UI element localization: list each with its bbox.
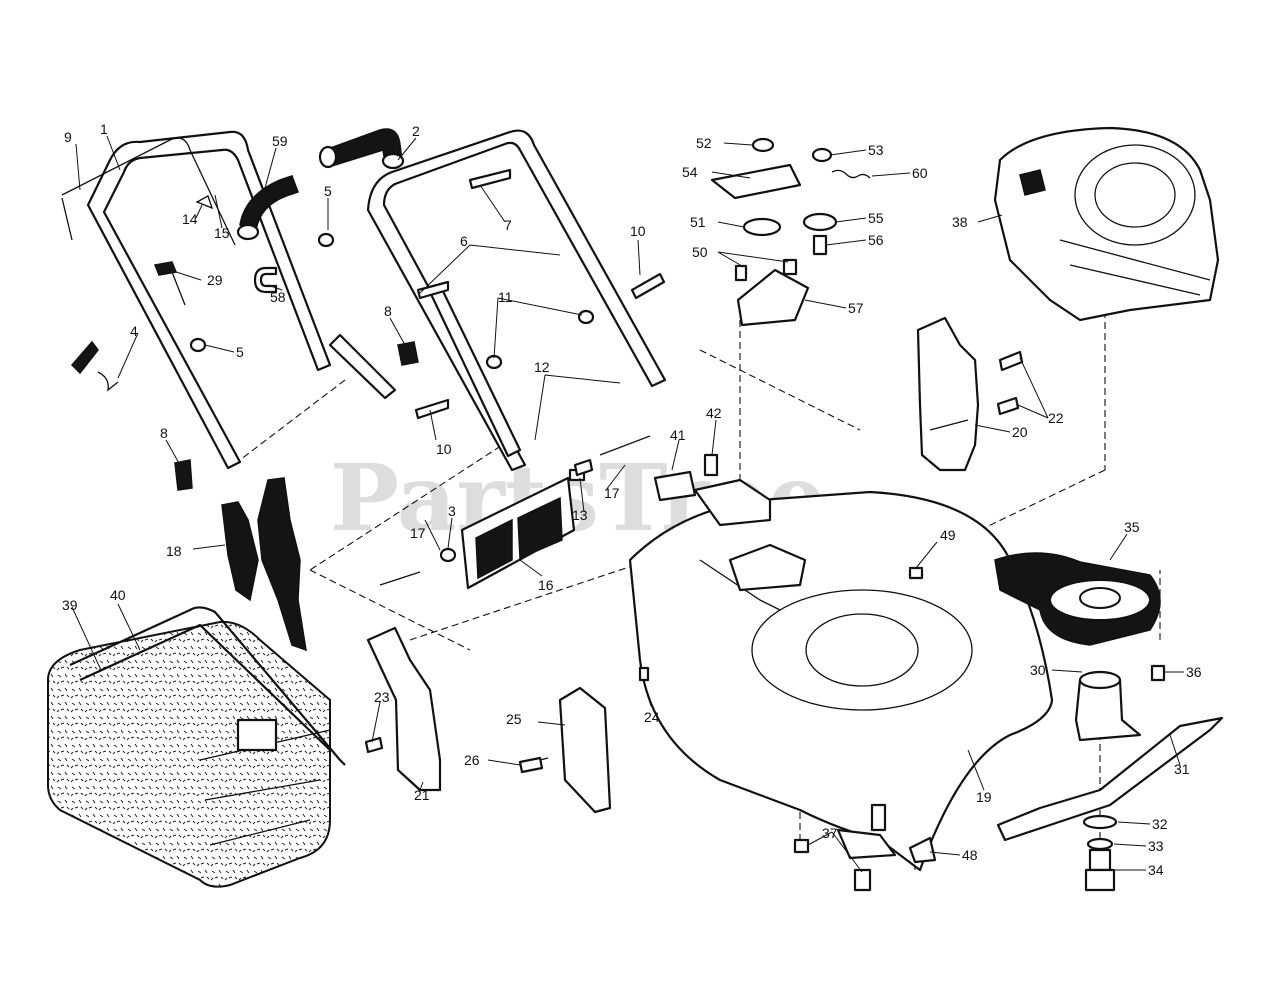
callout-8-lower: 8 — [160, 425, 168, 441]
deflector-18 — [221, 477, 307, 652]
callout-52: 52 — [696, 135, 712, 151]
upper-handle-left — [61, 130, 332, 470]
callout-21: 21 — [414, 787, 430, 803]
callout-34: 34 — [1148, 862, 1164, 878]
callout-5-upper: 5 — [324, 183, 332, 199]
callout-8-upper: 8 — [384, 303, 392, 319]
callout-2: 2 — [412, 123, 420, 139]
rear-flap-16 — [379, 435, 651, 590]
callout-19: 19 — [976, 789, 992, 805]
callout-5-lower: 5 — [236, 344, 244, 360]
callout-23: 23 — [374, 689, 390, 705]
callout-56: 56 — [868, 232, 884, 248]
callout-36: 36 — [1186, 664, 1202, 680]
callout-11: 11 — [498, 289, 513, 305]
callout-50: 50 — [692, 244, 708, 260]
blade-hardware — [1082, 814, 1118, 892]
callout-3: 3 — [448, 503, 456, 519]
callout-17-left: 17 — [410, 525, 426, 541]
callout-41: 41 — [670, 427, 686, 443]
callout-31: 31 — [1174, 761, 1190, 777]
callout-16: 16 — [538, 577, 554, 593]
callout-53: 53 — [868, 142, 884, 158]
callout-38: 38 — [952, 214, 968, 230]
callout-55: 55 — [868, 210, 884, 226]
mower-deck-19 — [628, 470, 1054, 872]
callout-9: 9 — [64, 129, 72, 145]
callout-labels: 9 1 2 59 5 5 14 15 29 58 4 8 8 10 7 10 1… — [62, 121, 1202, 878]
blade-31 — [996, 716, 1224, 842]
bracket-20 — [916, 316, 980, 472]
callout-48: 48 — [962, 847, 978, 863]
engine-38 — [993, 126, 1220, 322]
callout-24: 24 — [644, 709, 660, 725]
grass-bag — [47, 606, 346, 888]
callout-54: 54 — [682, 164, 698, 180]
callout-22: 22 — [1048, 410, 1064, 426]
callout-25: 25 — [506, 711, 522, 727]
callout-13: 13 — [572, 507, 588, 523]
leader-lines — [71, 135, 1184, 873]
callout-40: 40 — [110, 587, 126, 603]
callout-37: 37 — [822, 825, 838, 841]
callout-59: 59 — [272, 133, 288, 149]
callout-12: 12 — [534, 359, 550, 375]
callout-42: 42 — [706, 405, 722, 421]
deck-hardware — [793, 803, 937, 892]
baffle-25 — [519, 686, 612, 814]
callout-10-lower: 10 — [436, 441, 452, 457]
callout-32: 32 — [1152, 816, 1168, 832]
spacer-30 — [1074, 670, 1142, 742]
callout-10-upper: 10 — [630, 223, 646, 239]
callout-39: 39 — [62, 597, 78, 613]
callout-33: 33 — [1148, 838, 1164, 854]
control-parts — [710, 137, 871, 327]
callout-4: 4 — [130, 323, 138, 339]
callout-6: 6 — [460, 233, 468, 249]
callout-51: 51 — [690, 214, 706, 230]
bracket-21 — [366, 626, 442, 792]
callout-58: 58 — [270, 289, 286, 305]
callout-49: 49 — [940, 527, 956, 543]
upper-handle-right — [366, 129, 667, 472]
callout-26: 26 — [464, 752, 480, 768]
callout-7: 7 — [504, 217, 512, 233]
callout-20: 20 — [1012, 424, 1028, 440]
callout-30: 30 — [1030, 662, 1046, 678]
callout-17-right: 17 — [604, 485, 620, 501]
callout-57: 57 — [848, 300, 864, 316]
callout-18: 18 — [166, 543, 182, 559]
callout-29: 29 — [207, 272, 223, 288]
callout-35: 35 — [1124, 519, 1140, 535]
callout-14: 14 — [182, 211, 198, 227]
blade-adapter-35 — [994, 552, 1161, 646]
hose-59 — [236, 128, 405, 241]
callout-15: 15 — [214, 225, 230, 241]
callout-1: 1 — [100, 121, 108, 137]
callout-60: 60 — [912, 165, 928, 181]
